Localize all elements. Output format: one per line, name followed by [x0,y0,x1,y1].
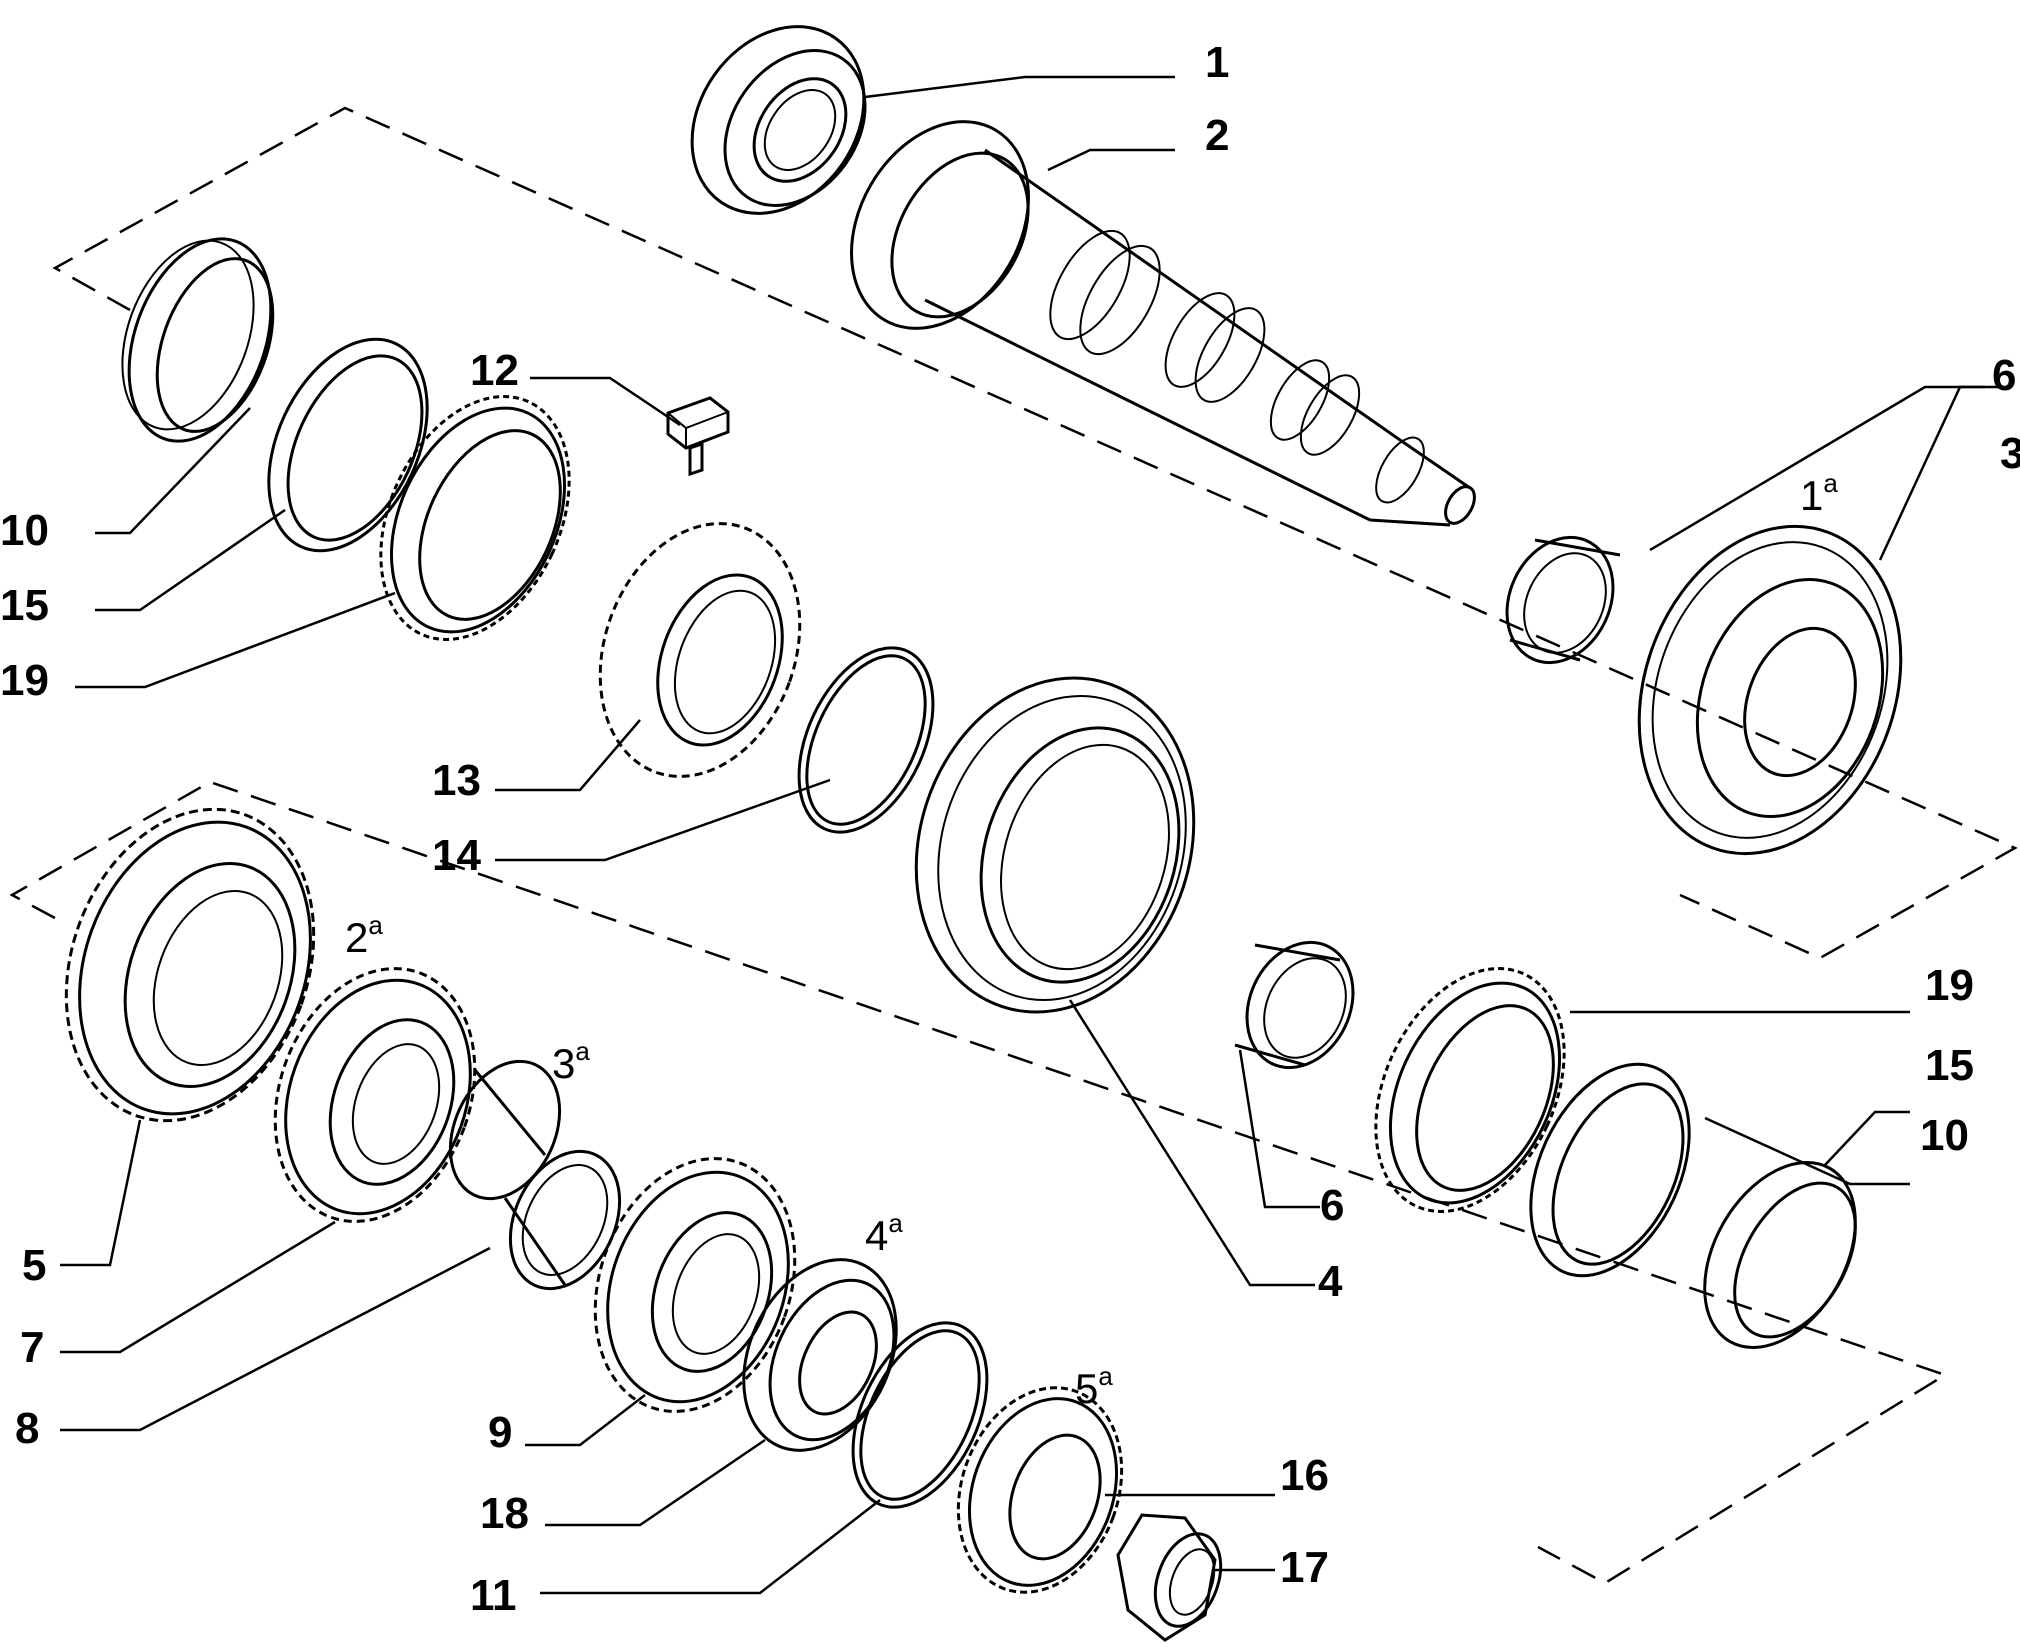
part-15-ring-upper[interactable] [237,314,459,576]
callout-6-upper: 6 [1992,351,2016,400]
callout-10-lower: 10 [1920,1111,1969,1160]
part-1-bearing[interactable] [657,0,900,247]
part-11-snap-ring[interactable] [826,1302,1014,1529]
part-8-bushing[interactable] [429,1044,640,1307]
callout-13: 13 [432,756,481,805]
part-6-needle-bearing-upper[interactable] [1487,520,1633,680]
gear-label-2nd: 2a [345,910,383,961]
part-13-synchro-hub[interactable] [566,495,833,804]
part-19-toothed-ring-lower[interactable] [1339,938,1601,1242]
callout-16: 16 [1280,1451,1329,1500]
part-17-nut[interactable] [1116,1513,1233,1642]
callout-4: 4 [1318,1257,1343,1306]
callout-6-lower: 6 [1320,1181,1344,1230]
callout-19-upper: 19 [0,656,49,705]
gear-label-5th: 5a [1075,1361,1113,1412]
lower-group-outline [9,780,1948,1585]
callout-19-lower: 19 [1925,961,1974,1010]
callout-9: 9 [488,1408,512,1457]
part-2-main-shaft[interactable] [816,90,1481,529]
callout-5: 5 [22,1241,46,1290]
callout-17: 17 [1280,1543,1329,1592]
part-7-gear[interactable] [241,940,508,1249]
callout-12: 12 [470,346,519,395]
callout-2: 2 [1205,111,1229,160]
callout-14: 14 [432,831,481,880]
callout-15-lower: 15 [1925,1041,1974,1090]
part-18-bearing[interactable] [714,1235,925,1475]
part-14-snap-ring[interactable] [772,627,960,854]
callout-18: 18 [480,1489,529,1538]
gear-label-1st: 1a [1800,468,1838,519]
callout-7: 7 [20,1323,44,1372]
part-3-gear-1st[interactable] [1595,489,1945,890]
upper-group-outline [52,106,2018,960]
part-16-gear-5th[interactable] [931,1365,1149,1616]
gear-label-4th: 4a [865,1208,903,1259]
callout-15-upper: 15 [0,581,49,630]
part-10-synchro-ring-upper[interactable] [98,219,297,461]
callout-10-upper: 10 [0,506,49,555]
part-15-ring-lower[interactable] [1499,1039,1721,1301]
part-19-toothed-ring-upper[interactable] [344,366,606,670]
callout-8: 8 [15,1404,39,1453]
part-10-synchro-ring-lower[interactable] [1674,1136,1887,1374]
part-6-needle-bearing-lower[interactable] [1227,925,1373,1085]
gear-label-3rd: 3a [552,1036,590,1087]
callout-11: 11 [470,1571,517,1620]
callout-1: 1 [1205,38,1229,87]
callout-3: 3 [2000,429,2020,478]
leader-lines [60,75,2000,1595]
part-5-gear-2nd-large[interactable] [24,774,355,1155]
part-4-sleeve-gear[interactable] [874,642,1236,1049]
part-12-key[interactable] [666,396,730,477]
